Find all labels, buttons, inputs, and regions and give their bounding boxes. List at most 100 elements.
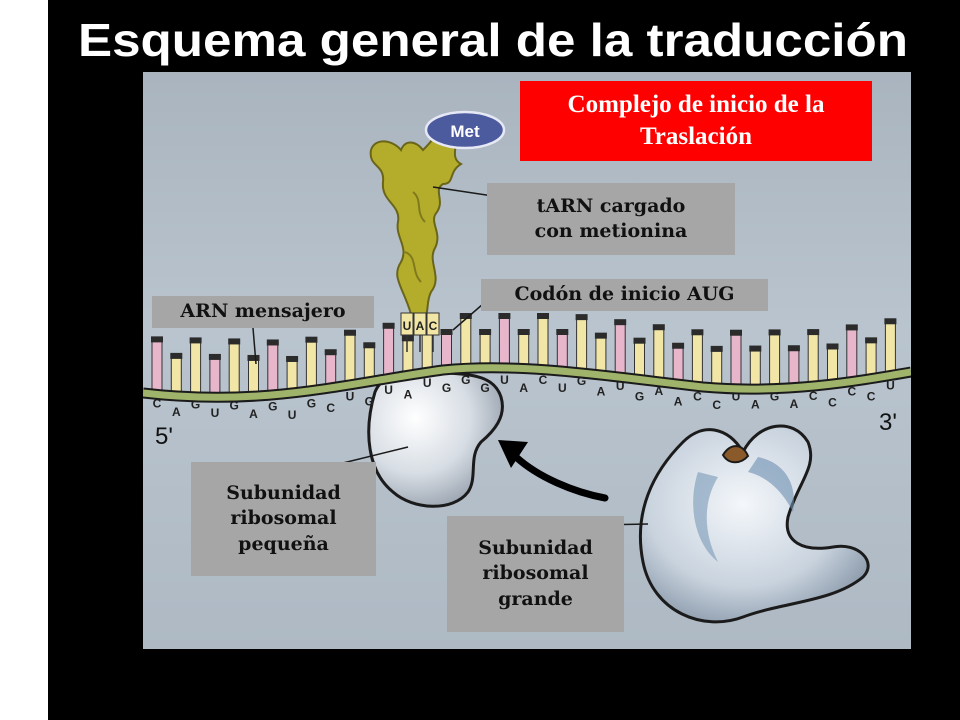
mrna-base-stem <box>209 358 221 396</box>
mrna-base-stem <box>151 340 163 394</box>
anticodon-base-2: A <box>416 319 425 333</box>
mrna-base-letter: U <box>423 376 432 390</box>
mrna-base-stem <box>691 333 703 387</box>
mrna-base-letter: C <box>867 389 876 403</box>
mrna-base-cap <box>189 337 202 344</box>
label-start-codon: Codón de inicio AUG <box>481 279 768 311</box>
mrna-base-stem <box>846 328 858 382</box>
mrna-base-stem <box>653 328 665 382</box>
assembly-arrow <box>498 440 609 502</box>
mrna-base-cap <box>768 329 781 336</box>
mrna-base-letter: U <box>211 406 220 420</box>
mrna-base-stem <box>190 341 202 395</box>
mrna-base-stem <box>267 343 279 397</box>
initiation-complex-heading: Complejo de inicio de la Traslación <box>520 81 872 161</box>
mrna-base-cap <box>884 318 897 325</box>
mrna-base-letter: G <box>770 389 779 403</box>
mrna-base-letter: G <box>461 373 470 387</box>
mrna-base-stem <box>769 333 781 387</box>
mrna-base-cap <box>344 329 356 336</box>
methionine: Met <box>424 110 506 150</box>
mrna-base-letter: U <box>886 378 895 392</box>
mrna-base-cap <box>170 352 183 359</box>
initiation-complex-heading-text: Complejo de inicio de la Traslación <box>567 90 825 151</box>
mrna-base-cap <box>498 313 511 319</box>
mrna-base-cap <box>401 335 414 342</box>
mrna-base-cap <box>517 329 530 335</box>
label-start-codon-text: Codón de inicio AUG <box>514 283 735 306</box>
mrna-base-cap <box>305 336 318 343</box>
mrna-base-letter: A <box>654 384 663 398</box>
mrna-base-stem <box>383 327 395 381</box>
mrna-base-cap <box>228 338 241 345</box>
mrna-leader <box>252 327 257 365</box>
mrna-base-stem <box>460 317 472 371</box>
mrna-base-cap <box>459 313 472 319</box>
mrna-base-letter: U <box>384 383 393 397</box>
mrna-base-letter: G <box>307 397 316 411</box>
mrna-base-cap <box>672 342 685 349</box>
mrna-base-letter: U <box>732 390 741 404</box>
mrna-base-cap <box>556 329 569 335</box>
label-trna: tARN cargado con metionina <box>487 183 735 255</box>
mrna-base-stem <box>248 359 259 397</box>
mrna-base-letter: G <box>442 381 451 395</box>
mrna-base-cap <box>730 329 742 336</box>
label-large-subunit-text: Subunidad ribosomal grande <box>478 537 593 610</box>
mrna-base-cap <box>266 339 279 346</box>
mrna-base-stem <box>556 333 568 371</box>
mrna-base-stem <box>595 337 607 375</box>
mrna-base-stem <box>711 350 723 388</box>
label-large-subunit: Subunidad ribosomal grande <box>447 516 624 632</box>
mrna-base-cap <box>382 322 395 329</box>
mrna-base-letter: A <box>519 381 528 395</box>
mrna-base-letter: C <box>809 389 818 403</box>
label-small-subunit-text: Subunidad ribosomal pequeña <box>226 482 341 555</box>
mrna-base-cap <box>286 355 299 362</box>
mrna-base-letter: A <box>404 387 413 401</box>
mrna-base-cap <box>479 329 492 335</box>
mrna-base-cap <box>363 342 376 349</box>
mrna-base-cap <box>247 354 260 361</box>
mrna-base-letter: U <box>558 381 567 395</box>
mrna-base-cap <box>614 319 627 326</box>
mrna-base-cap <box>440 329 453 335</box>
codon-leader <box>452 303 484 331</box>
mrna-base-letter: C <box>828 395 837 409</box>
mrna-base-cap <box>749 345 762 352</box>
slide-title: Esquema general de la traducción <box>75 11 912 70</box>
mrna-base-letter: A <box>249 407 258 421</box>
mrna-base-letter: C <box>539 373 548 387</box>
mrna-base-letter: G <box>230 398 239 412</box>
mrna-base-cap <box>537 313 549 319</box>
trna-leader <box>432 186 494 197</box>
mrna-base-letter: G <box>191 397 200 411</box>
mrna-base-stem <box>884 322 896 376</box>
mrna-base-stem <box>634 342 645 380</box>
mrna-base-cap <box>575 314 588 321</box>
mrna-base-cap <box>807 329 820 336</box>
mrna-base-stem <box>498 317 510 371</box>
five-prime-label: 5' <box>155 423 173 450</box>
mrna-base-letter: G <box>268 399 277 413</box>
mrna-base-stem <box>730 334 742 388</box>
mrna-base-letter: C <box>847 384 856 398</box>
mrna-base-cap <box>151 336 163 343</box>
mrna-base-letter: G <box>365 394 374 408</box>
mrna-base-letter: G <box>480 381 489 395</box>
mrna-base-cap <box>208 353 221 360</box>
mrna-base-letter: U <box>346 390 355 404</box>
mrna-backbone <box>143 364 911 401</box>
mrna-base-letter: A <box>790 397 799 411</box>
mrna-base-cap <box>633 337 646 344</box>
mrna-base-cap <box>652 324 665 331</box>
label-small-subunit: Subunidad ribosomal pequeña <box>191 462 376 576</box>
mrna-base-stem <box>807 333 819 387</box>
label-mrna: ARN mensajero <box>152 296 374 328</box>
mrna-base-cap <box>710 345 723 352</box>
large-ribosomal-subunit <box>638 424 870 624</box>
mrna-base-stem <box>576 318 588 372</box>
mrna-base-letter: G <box>577 374 586 388</box>
mrna-base-stem <box>788 349 800 387</box>
